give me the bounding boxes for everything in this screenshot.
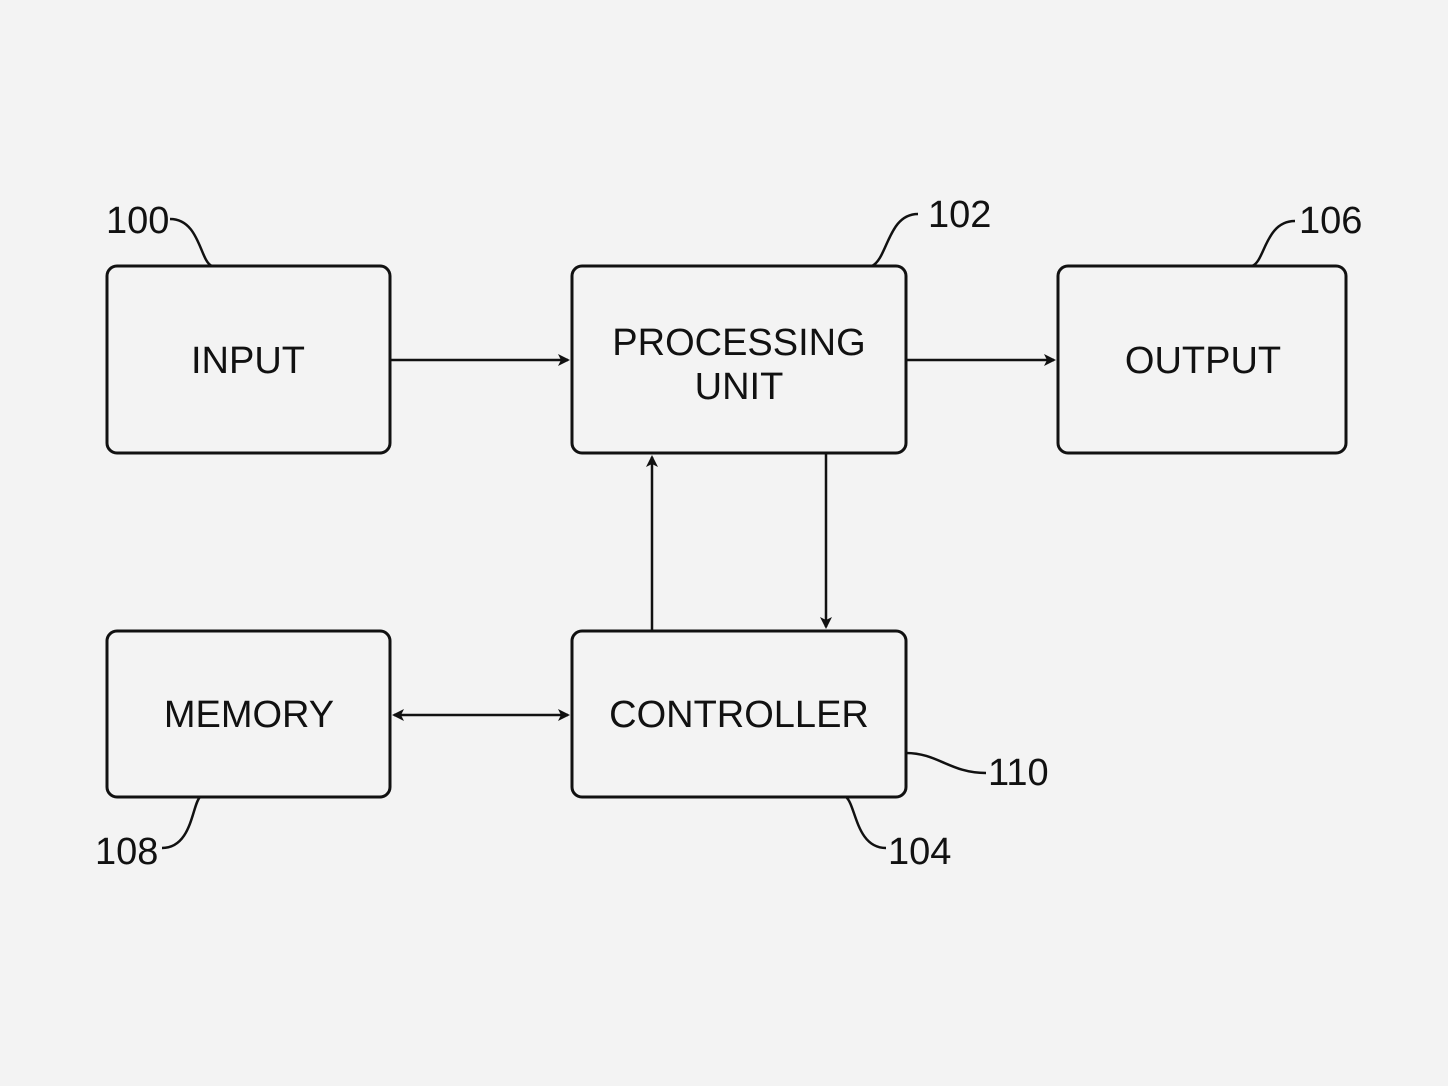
ref-106: 106 [1299, 200, 1362, 242]
controller-label: CONTROLLER [609, 694, 869, 736]
memory-label: MEMORY [164, 694, 334, 736]
leader-line-110 [906, 753, 986, 773]
processing-unit-label-line2: UNIT [695, 366, 784, 408]
input-label: INPUT [191, 340, 305, 382]
ref-108: 108 [95, 831, 158, 873]
leader-line-108 [162, 797, 200, 848]
leader-line-102 [872, 214, 918, 266]
ref-102: 102 [928, 194, 991, 236]
leader-line-104 [846, 797, 886, 848]
ref-104: 104 [888, 831, 951, 873]
ref-100: 100 [106, 200, 169, 242]
output-label: OUTPUT [1125, 340, 1281, 382]
ref-110: 110 [988, 752, 1049, 794]
leader-line-106 [1252, 221, 1295, 266]
processing-unit-label-line1: PROCESSING [612, 322, 865, 364]
leader-line-100 [170, 219, 212, 266]
